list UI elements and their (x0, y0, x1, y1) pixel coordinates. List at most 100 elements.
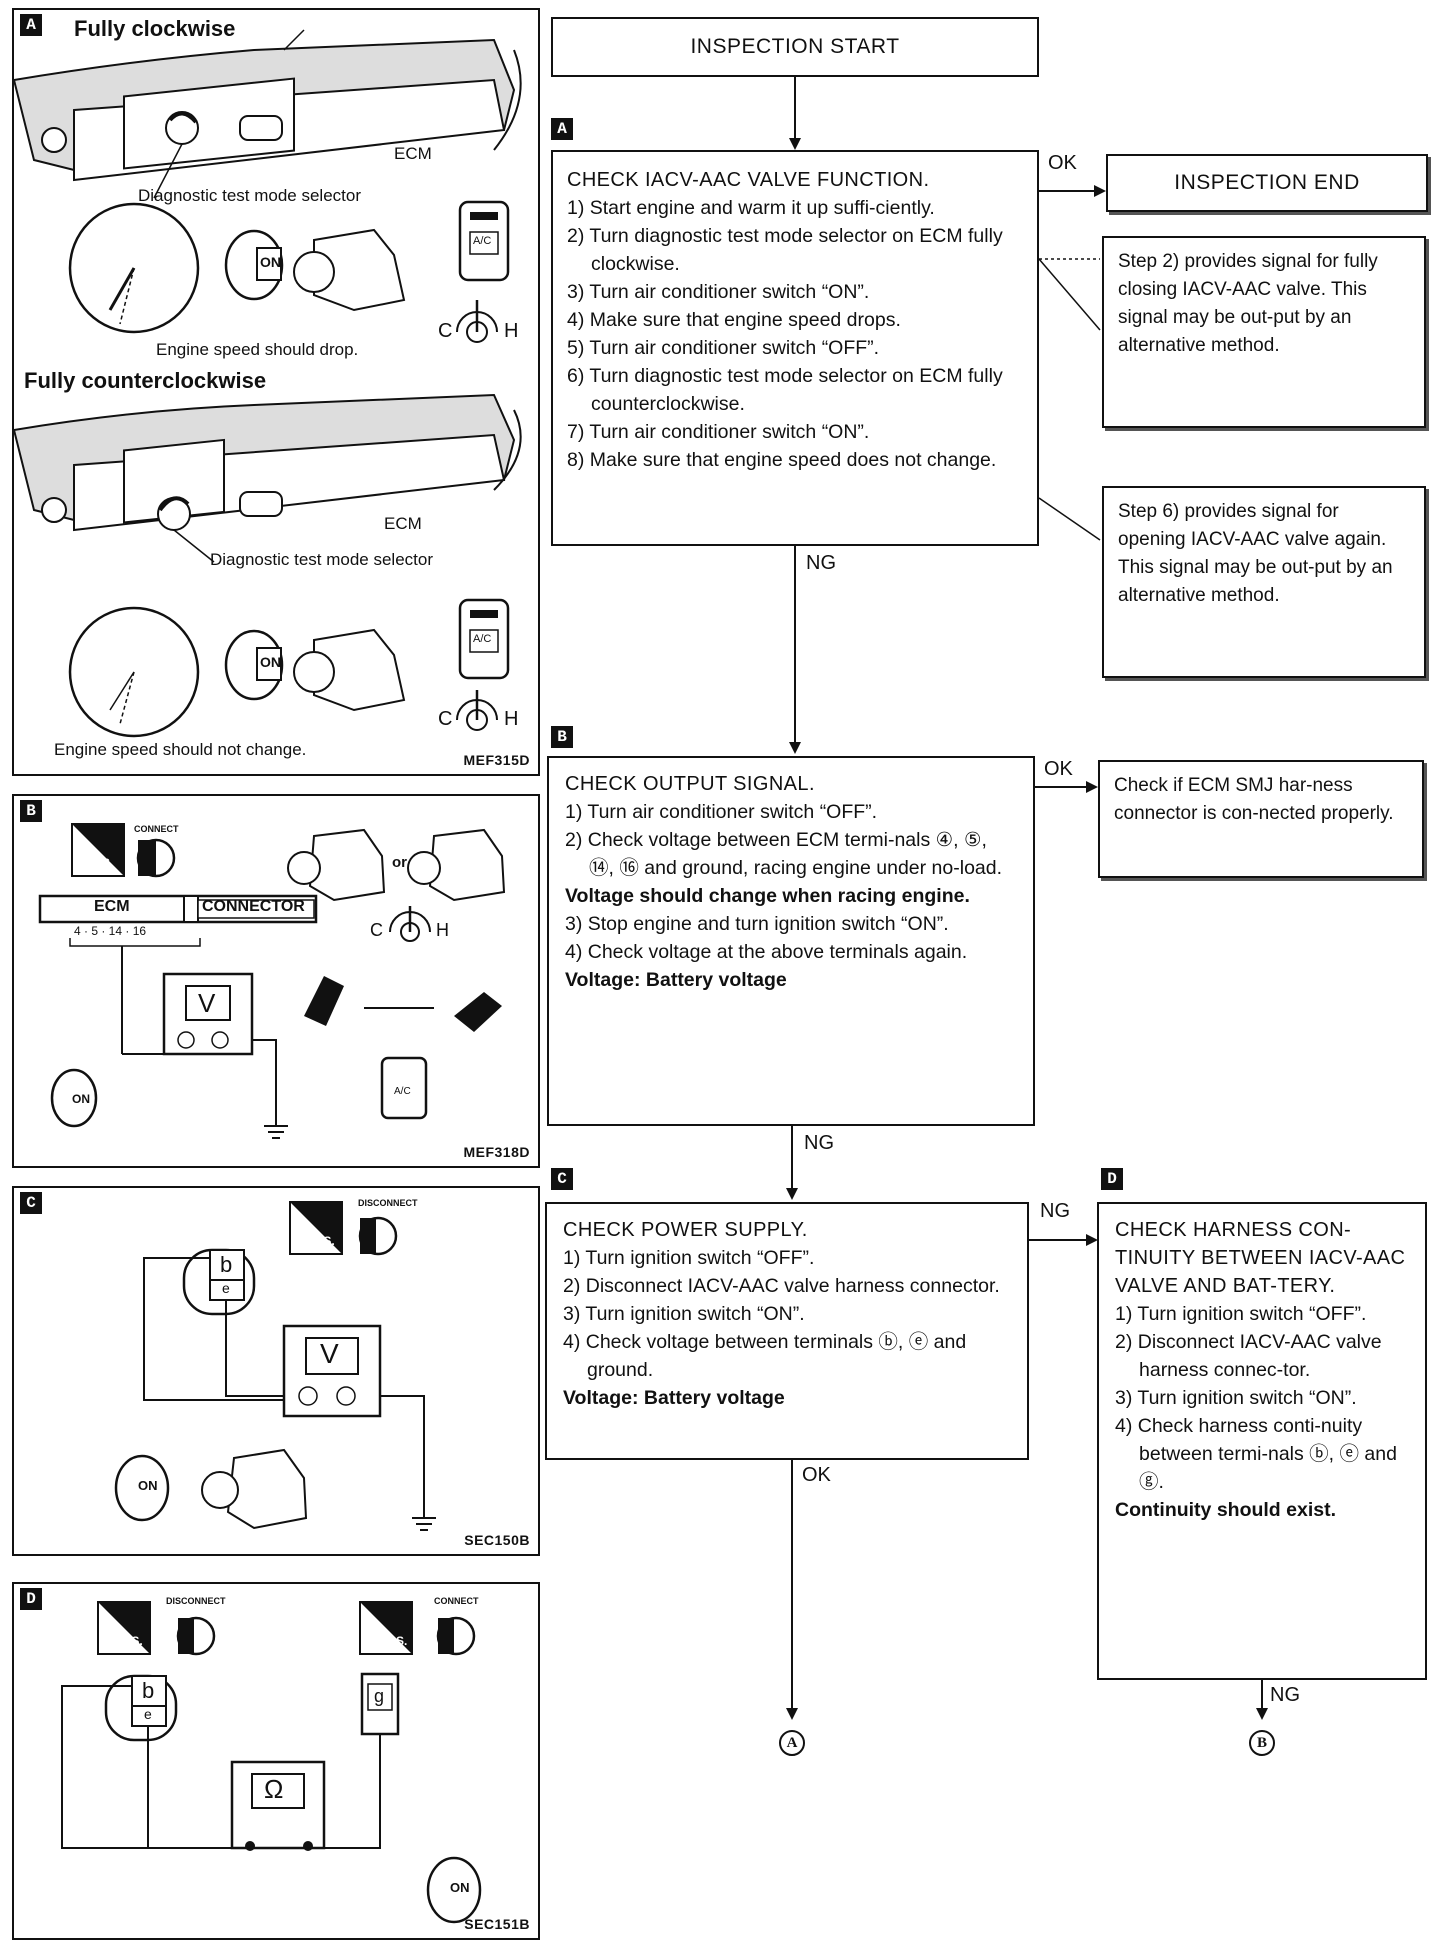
panel-d-ts-label: T.S. (122, 1634, 143, 1648)
panel-a-drop-label: Engine speed should drop. (156, 340, 359, 359)
step-d-item-4-text: 4) Check harness conti-nuity between ter… (1115, 1415, 1397, 1493)
note-step-6: Step 6) provides signal for opening IACV… (1102, 486, 1426, 678)
panel-a-ac-label-1: A/C (473, 235, 492, 247)
panel-a-title-clockwise: Fully clockwise (74, 16, 236, 41)
step-a-item-6: 6) Turn diagnostic test mode selector on… (567, 365, 1003, 415)
step-b-item-4-text: 4) Check voltage at the above terminals … (565, 941, 968, 963)
note-step-2: Step 2) provides signal for fully closin… (1102, 236, 1426, 428)
flow-tag-c: C (551, 1168, 573, 1190)
step-b-item-2: 2) Check voltage between ECM termi-nals … (565, 826, 1017, 910)
step-a-ok-label: OK (1048, 152, 1077, 174)
step-b-ok-label: OK (1044, 758, 1073, 780)
step-b-box: CHECK OUTPUT SIGNAL. 1) Turn air conditi… (547, 756, 1035, 1126)
panel-a-nochange-label: Engine speed should not change. (54, 740, 307, 759)
step-a-box: CHECK IACV-AAC VALVE FUNCTION. 1) Start … (551, 150, 1039, 546)
inspection-start: INSPECTION START (551, 17, 1039, 77)
panel-b-terminals-label: 4 · 5 · 14 · 16 (74, 924, 147, 938)
step-b-item-4-bold: Voltage: Battery voltage (565, 969, 787, 991)
panel-a-h-label-1: H (504, 320, 519, 342)
panel-b-code: MEF318D (463, 1144, 530, 1160)
step-d-item-1: 1) Turn ignition switch “OFF”. (1115, 1303, 1367, 1325)
panel-d-connect-label: CONNECT (434, 1596, 479, 1606)
panel-d-disconnect-label: DISCONNECT (166, 1596, 226, 1606)
voltage-check-illustration (38, 823, 506, 1139)
step-a-item-7: 7) Turn air conditioner switch “ON”. (567, 421, 870, 443)
step-d-item-3: 3) Turn ignition switch “ON”. (1115, 1387, 1357, 1409)
panel-b-or-label: or (392, 854, 407, 871)
panel-b-ecm-label: ECM (94, 898, 130, 915)
flow-tag-b: B (551, 726, 573, 748)
step-b-ng-label: NG (804, 1132, 834, 1154)
step-d-item-2: 2) Disconnect IACV-AAC valve harness con… (1115, 1331, 1382, 1381)
panel-a-tag: A (20, 14, 42, 36)
panel-b-voltmeter-label: V (198, 988, 216, 1018)
panel-b-ac-label: A/C (394, 1086, 411, 1097)
panel-a-c-label-2: C (438, 708, 453, 730)
panel-a-ac-label-2: A/C (473, 633, 492, 645)
flow-tag-d: D (1101, 1168, 1123, 1190)
step-a-item-2: 2) Turn diagnostic test mode selector on… (567, 225, 1003, 275)
step-a-item-4: 4) Make sure that engine speed drops. (567, 309, 901, 331)
step-c-item-4-text: 4) Check voltage between terminals ⓑ, ⓔ … (563, 1331, 967, 1381)
panel-c-terminal-e: e (222, 1280, 230, 1296)
panel-c-code: SEC150B (464, 1532, 530, 1548)
step-b-item-4: 4) Check voltage at the above terminals … (565, 938, 1017, 994)
flow-tag-a: A (551, 118, 573, 140)
panel-a-h-label-2: H (504, 708, 519, 730)
step-c-ng-label: NG (1040, 1200, 1070, 1222)
step-c-item-1: 1) Turn ignition switch “OFF”. (563, 1247, 815, 1269)
panel-b-tag: B (20, 800, 42, 822)
panel-a-code: MEF315D (463, 752, 530, 768)
panel-d: D T.S. DISCONNECT H.S. CONNECT b e g Ω (12, 1582, 540, 1940)
step-c-item-3: 3) Turn ignition switch “ON”. (563, 1303, 805, 1325)
ecm-illustration-clockwise (14, 29, 522, 738)
step-d-box: CHECK HARNESS CON-TINUITY BETWEEN IACV-A… (1097, 1202, 1427, 1680)
panel-c-tag: C (20, 1192, 42, 1214)
panel-b-h-label: H (436, 920, 449, 940)
panel-a-selector-label-bottom: Diagnostic test mode selector (210, 550, 433, 569)
step-b-title: CHECK OUTPUT SIGNAL. (565, 773, 815, 795)
step-d-item-4-bold: Continuity should exist. (1115, 1499, 1337, 1521)
panel-c-on-label: ON (138, 1478, 158, 1493)
step-d-item-4: 4) Check harness conti-nuity between ter… (1115, 1412, 1409, 1524)
power-supply-illustration (114, 1201, 436, 1531)
panel-b-connector-label: CONNECTOR (202, 898, 305, 915)
step-c-ok-label: OK (802, 1464, 831, 1486)
panel-a-on-label-2: ON (260, 654, 281, 670)
step-a-item-3: 3) Turn air conditioner switch “ON”. (567, 281, 870, 303)
panel-c-voltmeter-label: V (320, 1338, 339, 1369)
panel-c-ts-label: T.S. (314, 1234, 335, 1248)
panel-c-terminal-b: b (220, 1252, 233, 1277)
step-c-list: 1) Turn ignition switch “OFF”. 2) Discon… (563, 1244, 1011, 1412)
step-b-item-2-bold: Voltage should change when racing engine… (565, 885, 970, 907)
inspection-end: INSPECTION END (1106, 154, 1428, 212)
step-b-list: 1) Turn air conditioner switch “OFF”. 2)… (565, 798, 1017, 994)
panel-a: A Fully clockwise (12, 8, 540, 776)
note-ecm-harness: Check if ECM SMJ har-ness connector is c… (1098, 760, 1424, 878)
continuity-check-illustration (61, 1601, 482, 1924)
step-b-item-3: 3) Stop engine and turn ignition switch … (565, 913, 949, 935)
step-b-item-1: 1) Turn air conditioner switch “OFF”. (565, 801, 878, 823)
step-a-item-8: 8) Make sure that engine speed does not … (567, 449, 997, 471)
panel-d-terminal-e: e (144, 1706, 152, 1722)
panel-b-on-label: ON (72, 1092, 90, 1106)
panel-d-terminal-g: g (374, 1686, 385, 1706)
output-a-marker: A (779, 1730, 805, 1756)
step-d-ng-label: NG (1270, 1684, 1300, 1706)
step-c-box: CHECK POWER SUPPLY. 1) Turn ignition swi… (545, 1202, 1029, 1460)
step-c-item-4-bold: Voltage: Battery voltage (563, 1387, 785, 1409)
step-c-item-2: 2) Disconnect IACV-AAC valve harness con… (563, 1275, 1000, 1297)
panel-b-connect-label: CONNECT (134, 824, 179, 834)
panel-a-selector-label-top: Diagnostic test mode selector (138, 186, 361, 205)
panel-b-hs-label: H.S. (90, 856, 114, 870)
panel-d-hs-label: H.S. (384, 1634, 408, 1648)
panel-a-ecm-label-bottom: ECM (384, 514, 422, 533)
step-a-item-5: 5) Turn air conditioner switch “OFF”. (567, 337, 880, 359)
step-a-title: CHECK IACV-AAC VALVE FUNCTION. (567, 169, 930, 191)
step-a-list: 1) Start engine and warm it up suffi-cie… (567, 194, 1023, 474)
step-d-title: CHECK HARNESS CON-TINUITY BETWEEN IACV-A… (1115, 1219, 1406, 1297)
panel-a-on-label-1: ON (260, 254, 281, 270)
panel-d-tag: D (20, 1588, 42, 1610)
step-a-ng-label: NG (806, 552, 836, 574)
